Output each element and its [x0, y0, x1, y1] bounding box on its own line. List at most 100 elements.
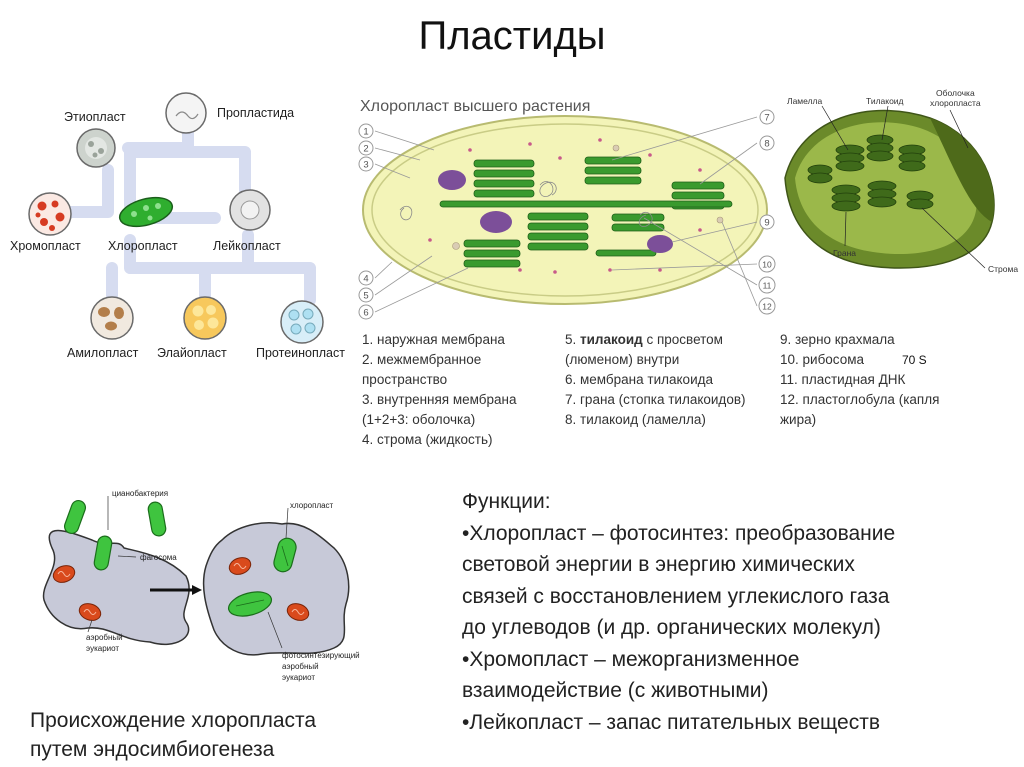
stroma-label: Строма — [988, 264, 1018, 274]
plastid-tree: Этиопласт Пропластида Хромопласт Хлоропл… — [10, 92, 345, 360]
chromoplast-label: Хромопласт — [10, 239, 81, 253]
chloroplast-3d: Ламелла Тилакоид Оболочка хлоропласта Гр… — [784, 88, 1018, 274]
origin-caption: Происхождение хлоропласта путем эндосимб… — [30, 706, 316, 764]
cyanobacterium-label: цианобактерия — [112, 489, 168, 498]
functions-line: •Лейкопласт – запас питательных веществ — [462, 710, 880, 734]
phagosome-label: фагосома — [140, 553, 177, 562]
envelope-label-1: Оболочка — [936, 88, 975, 98]
proplastid-organelle — [165, 92, 207, 134]
chromoplast-organelle — [28, 192, 72, 236]
amyloplast-label: Амилопласт — [67, 346, 139, 360]
plastid-labels: Этиопласт Пропластида Хромопласт Хлоропл… — [10, 106, 345, 360]
legend-bold-term: тилакоид — [580, 332, 643, 347]
thylakoids — [439, 156, 733, 268]
lamella-label: Ламелла — [787, 96, 823, 106]
leucoplast-organelle — [229, 189, 271, 231]
endo-callout-lines — [87, 496, 289, 649]
proplastid-label: Пропластида — [217, 106, 294, 120]
arrow-head — [192, 585, 202, 595]
functions-line: взаимодействие (с животными) — [462, 679, 769, 702]
leucoplast-label: Лейкопласт — [213, 239, 281, 253]
plastid-dna — [399, 181, 653, 227]
photo-label-1: фотосинтезирующий — [282, 651, 360, 660]
legend-line: пространство — [362, 372, 448, 387]
marker-10: 10 — [762, 260, 772, 270]
chloroplast-diagram-title: Хлоропласт высшего растения — [360, 98, 590, 115]
legend-line: 6. мембрана тилакоида — [565, 372, 713, 387]
marker-12: 12 — [762, 302, 772, 312]
3d-labels: Ламелла Тилакоид Оболочка хлоропласта Гр… — [787, 88, 1018, 274]
legend-line: 3. внутренняя мембрана — [362, 392, 517, 407]
marker-11: 11 — [763, 281, 772, 291]
marker-8: 8 — [764, 139, 769, 150]
chloroplast-lamellae — [235, 545, 289, 607]
legend-line: 7. грана (стопка тилакоидов) — [565, 392, 746, 407]
chloroplast-cross-section: Хлоропласт высшего растения — [358, 98, 776, 320]
tree-connectors — [54, 112, 316, 306]
chloroplast-label: Хлоропласт — [108, 239, 178, 253]
etioplast-label: Этиопласт — [64, 110, 126, 124]
photo-label-3: эукариот — [282, 673, 315, 682]
proteinoplast-organelle — [280, 300, 324, 344]
endo-labels: цианобактерия фагосома аэробный эукариот… — [86, 489, 360, 682]
photosynthetic-eukaryote-cell — [202, 522, 350, 656]
callout-lines — [374, 116, 758, 313]
legend-line: 10. рибосома — [780, 352, 865, 367]
aerobic-label-2: эукариот — [86, 644, 119, 653]
legend-line: (люменом) внутри — [565, 352, 680, 367]
legend-column-3: 9. зерно крахмала 10. рибосома 11. пласт… — [780, 330, 939, 430]
functions-heading: Функции: — [462, 490, 551, 513]
functions-line: связей с восстановлением углекислого газ… — [462, 584, 890, 608]
mitochondria — [52, 557, 310, 621]
origin-line-2: путем эндосимбиогенеза — [30, 738, 275, 761]
functions-line: •Хромопласт – межорганизменное — [462, 647, 800, 671]
marker-4: 4 — [363, 274, 368, 285]
etioplast-organelle — [76, 128, 116, 168]
elaioplast-organelle — [183, 296, 227, 340]
plastoglobules — [452, 144, 724, 250]
legend-line: 11. пластидная ДНК — [780, 372, 906, 387]
legend-line: (1+2+3: оболочка) — [362, 412, 476, 427]
functions-line: •Хлоропласт – фотосинтез: преобразование — [462, 521, 896, 545]
thylakoid-label: Тилакоид — [866, 96, 904, 106]
3d-callout-lines — [821, 105, 986, 269]
aerobic-eukaryote-cell — [42, 529, 190, 646]
origin-line-1: Происхождение хлоропласта — [30, 709, 317, 732]
page-title: Пластиды — [418, 14, 606, 58]
marker-5: 5 — [363, 291, 368, 302]
marker-7: 7 — [764, 113, 769, 124]
proteinoplast-label: Протеинопласт — [256, 346, 345, 360]
legend-line: 9. зерно крахмала — [780, 332, 895, 347]
chloroplast-endo-label: хлоропласт — [290, 501, 334, 510]
endosymbiosis-diagram: цианобактерия фагосома аэробный эукариот… — [42, 489, 360, 682]
marker-3: 3 — [363, 160, 368, 171]
starch-grains — [438, 170, 673, 253]
legend-line: 12. пластоглобула (капля — [780, 392, 940, 407]
envelope-label-2: хлоропласта — [930, 98, 981, 108]
aerobic-label-1: аэробный — [86, 633, 123, 642]
marker-2: 2 — [363, 144, 368, 155]
elaioplast-label: Элайопласт — [157, 346, 227, 360]
legend-line: 5. тилакоид с просветом — [565, 330, 746, 350]
marker-6: 6 — [363, 308, 368, 319]
grana-label: Грана — [833, 248, 856, 258]
legend-line: жира) — [780, 412, 817, 427]
functions-text: Функции: •Хлоропласт – фотосинтез: преоб… — [462, 486, 1002, 738]
ribosome-note: 70 S — [902, 353, 927, 367]
legend-prefix: 5. — [565, 332, 581, 347]
legend-line: 8. тилакоид (ламелла) — [565, 412, 706, 427]
functions-line: до углеводов (и др. органических молекул… — [462, 616, 881, 639]
number-markers: 1 2 3 4 5 6 7 8 9 10 11 12 — [358, 109, 776, 320]
cyanobacteria — [63, 500, 167, 571]
photo-label-2: аэробный — [282, 662, 319, 671]
marker-9: 9 — [764, 218, 769, 229]
grana-stacks — [807, 134, 934, 212]
legend-column-1: 1. наружная мембрана 2. межмембранное пр… — [362, 330, 517, 450]
legend-line: 2. межмембранное — [362, 352, 482, 367]
legend-column-2: 5. тилакоид с просветом (люменом) внутри… — [565, 330, 746, 430]
amyloplast-organelle — [90, 296, 134, 340]
marker-1: 1 — [363, 127, 368, 138]
chloroplast-organelle — [118, 196, 174, 228]
ribosomes — [428, 138, 702, 274]
